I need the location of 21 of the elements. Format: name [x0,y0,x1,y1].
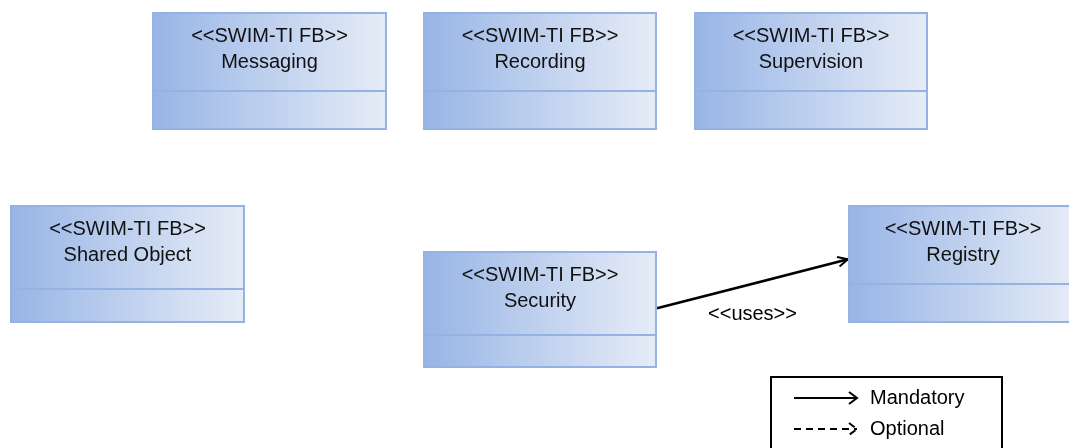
stereotype-label: <<SWIM-TI FB>> [460,262,620,287]
class-box [152,12,387,130]
class-name: Shared Object [62,242,193,267]
stereotype-label: <<SWIM-TI FB>> [48,216,207,241]
legend-label: Mandatory [870,386,965,409]
legend-label: Optional [870,417,945,440]
class-name: Registry [925,242,1001,267]
class-name: Messaging [220,49,319,74]
class-name: Recording [493,49,587,74]
class-box [423,251,657,368]
stereotype-label: <<SWIM-TI FB>> [883,216,1043,241]
class-name: Supervision [757,49,865,74]
class-box [848,205,1069,323]
class-box [694,12,928,130]
stereotype-label: <<SWIM-TI FB>> [731,23,891,48]
class-name: Security [502,288,578,313]
arrow [656,255,849,310]
class-box [423,12,657,130]
class-box [10,205,245,323]
stereotype-label: <<SWIM-TI FB>> [190,23,349,48]
stereotype-label: <<SWIM-TI FB>> [460,23,620,48]
